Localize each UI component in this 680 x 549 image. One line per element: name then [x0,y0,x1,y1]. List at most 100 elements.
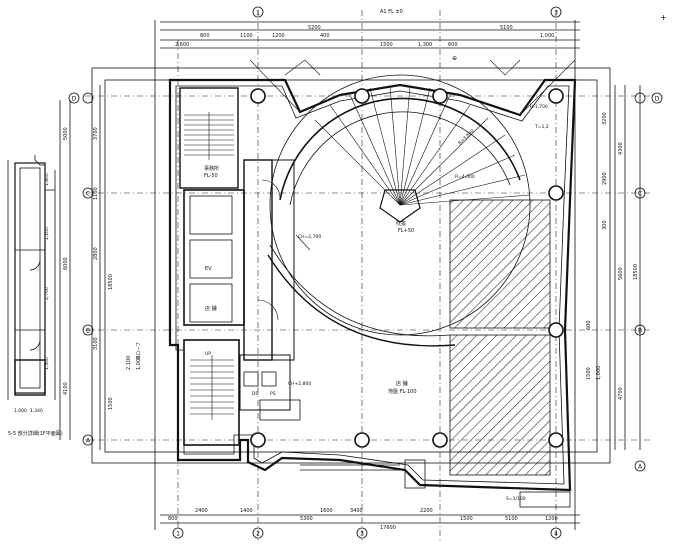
detail-caption: 5-5 部分詳細(1F平面図) [8,430,63,437]
shop-level: 地盤 FL-100 [388,388,417,395]
svg-text:UP: UP [205,351,211,357]
grid-right-b: B [638,328,642,335]
grid-bottom-1: 1 [176,531,180,538]
svg-text:1200: 1200 [545,516,558,522]
svg-text:1,300: 1,300 [44,357,50,370]
office-level: FL-50 [204,173,218,179]
svg-text:1500: 1500 [380,42,393,48]
svg-text:S=1/100: S=1/100 [506,496,526,502]
svg-text:2400: 2400 [195,508,208,514]
svg-text:3400: 3400 [350,508,363,514]
hall-level: FL+50 [398,228,414,234]
grid-bottom-2: 2 [256,531,260,538]
svg-text:800: 800 [168,516,178,522]
svg-text:2800: 2800 [93,247,99,260]
svg-text:400: 400 [320,33,330,39]
svg-text:店 舗: 店 舗 [205,305,217,312]
svg-text:1100: 1100 [93,187,99,200]
left-dimensions: 5000 6000 4100 3700 1100 2800 3100 18500… [63,127,142,410]
svg-text:1500: 1500 [460,516,473,522]
entrance-steps [300,459,571,508]
svg-text:17600: 17600 [380,525,396,531]
svg-text:3100: 3100 [93,337,99,350]
hatched-areas [449,199,551,476]
grid-left-c: C [86,191,90,198]
grid-right-a: A [638,464,643,471]
svg-text:600: 600 [586,320,592,330]
svg-text:CH=2,700: CH=2,700 [298,234,321,240]
svg-text:1,100: 1,100 [44,227,50,240]
svg-text:1100: 1100 [240,33,253,39]
dimension-frame [59,20,641,530]
grid-top-1: 1 [256,10,260,17]
svg-text:H-1,700: H-1,700 [530,104,548,110]
hall-mark: 吹抜 [396,220,406,227]
svg-text:800: 800 [200,33,210,39]
svg-text:1,000: 1,000 [14,408,27,414]
service-core [179,87,311,446]
grid-left-b: B [86,328,90,335]
svg-text:3200: 3200 [602,112,608,125]
north-mark: + [660,13,667,22]
detail-drawing [7,155,56,400]
grid-top-3: 3 [554,10,558,17]
office-name: 事務所 [204,165,219,172]
svg-text:6000: 6000 [63,257,69,270]
svg-text:1600: 1600 [320,508,333,514]
svg-text:3700: 3700 [93,127,99,140]
ev-label: EV [205,266,212,272]
detail-texts: 1,800 1,100 2,700 1,300 1,000 1,340 5-5 … [8,173,63,437]
svg-text:CH+2,800: CH+2,800 [288,381,311,387]
svg-text:5200: 5200 [308,25,321,31]
svg-text:1,340: 1,340 [30,408,43,414]
grid-left-a: A [86,438,91,445]
circular-atrium [249,59,576,347]
svg-text:5100: 5100 [500,25,513,31]
svg-text:2,100: 2,100 [126,356,132,370]
svg-text:PS: PS [270,391,276,397]
svg-text:4100: 4100 [63,382,69,395]
svg-text:⊕: ⊕ [452,55,457,62]
grid-left-d: D [72,96,77,103]
svg-text:4300: 4300 [618,142,624,155]
svg-text:600: 600 [448,42,458,48]
svg-text:5100: 5100 [505,516,518,522]
svg-text:5600: 5600 [618,267,624,280]
svg-text:4700: 4700 [618,387,624,400]
columns [250,88,564,448]
svg-text:2900: 2900 [602,172,608,185]
svg-text:1200: 1200 [272,33,285,39]
grid-right-c: C [638,191,642,198]
svg-text:R=4,000: R=4,000 [455,174,475,180]
bottom-dimensions: 2400 1400 5300 1600 3400 2200 17600 1500… [168,508,558,531]
shop-name: 店 舗 [396,380,408,387]
svg-text:300: 300 [602,220,608,230]
svg-text:18500: 18500 [108,274,114,290]
svg-text:スロープ: スロープ [136,342,142,360]
grid-right-d: D [655,96,660,103]
grid-bottom-4: 4 [554,531,558,538]
svg-text:A1 FL ±0: A1 FL ±0 [380,9,403,15]
building-outline [168,78,577,492]
svg-text:2200: 2200 [420,508,433,514]
svg-text:1500: 1500 [586,367,592,380]
svg-text:1,000: 1,000 [596,366,602,380]
svg-text:1,800: 1,800 [44,173,50,186]
svg-text:1500: 1500 [108,397,114,410]
svg-text:1400: 1400 [240,508,253,514]
right-dimensions: 3200 2900 4300 5600 4700 18500 600 1500 … [586,112,639,400]
svg-text:1,000: 1,000 [540,33,554,39]
grid-bottom-3: 3 [360,531,364,538]
svg-text:5000: 5000 [63,127,69,140]
svg-text:18500: 18500 [633,264,639,280]
svg-text:DS: DS [252,391,258,397]
svg-text:1,000: 1,000 [136,356,142,370]
grid-bubbles: 1 3 D C B A D C B A 1 2 3 4 [68,6,663,539]
top-dimensions: A1 FL ±0 800 2,600 1100 1200 5200 1500 1… [175,9,667,62]
svg-text:1,300: 1,300 [418,42,432,48]
svg-text:T=1,2: T=1,2 [534,124,549,130]
svg-text:2,600: 2,600 [175,42,189,48]
svg-text:5300: 5300 [300,516,313,522]
svg-text:2,700: 2,700 [44,287,50,300]
